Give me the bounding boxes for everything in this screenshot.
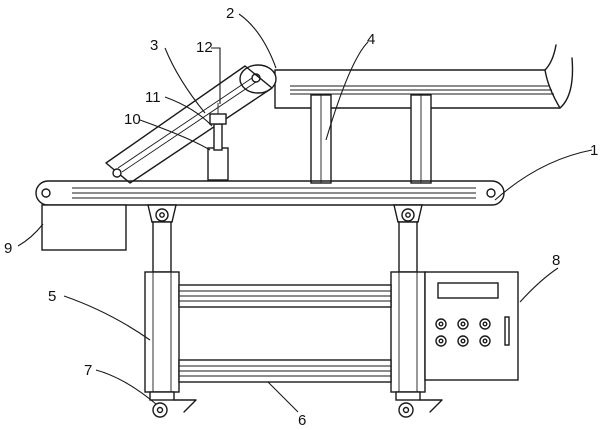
label-1: 1 [590, 142, 598, 159]
inclined-arm [105, 65, 273, 184]
label-12: 12 [196, 39, 213, 56]
label-2: 2 [226, 5, 234, 22]
label-4: 4 [367, 31, 375, 48]
control-box [424, 271, 519, 381]
label-11: 11 [145, 89, 161, 106]
display-screen [437, 282, 499, 299]
label-8: 8 [552, 252, 560, 269]
label-5: 5 [48, 288, 56, 305]
cross-bars [178, 284, 392, 383]
pivot-brackets [147, 204, 423, 223]
telescopic-legs [144, 221, 426, 393]
label-9: 9 [4, 240, 12, 257]
motor-box [41, 204, 127, 251]
upper-conveyor [239, 44, 574, 109]
label-6: 6 [298, 412, 306, 429]
label-10: 10 [124, 111, 141, 128]
label-3: 3 [150, 37, 158, 54]
label-7: 7 [84, 362, 92, 379]
cylinder-assembly [207, 103, 229, 181]
leader-lines [17, 13, 593, 413]
casters [149, 391, 443, 418]
part-labels: 1 2 3 4 5 6 7 8 9 10 11 12 [4, 5, 598, 429]
lower-conveyor [35, 180, 505, 206]
support-posts [310, 94, 432, 184]
